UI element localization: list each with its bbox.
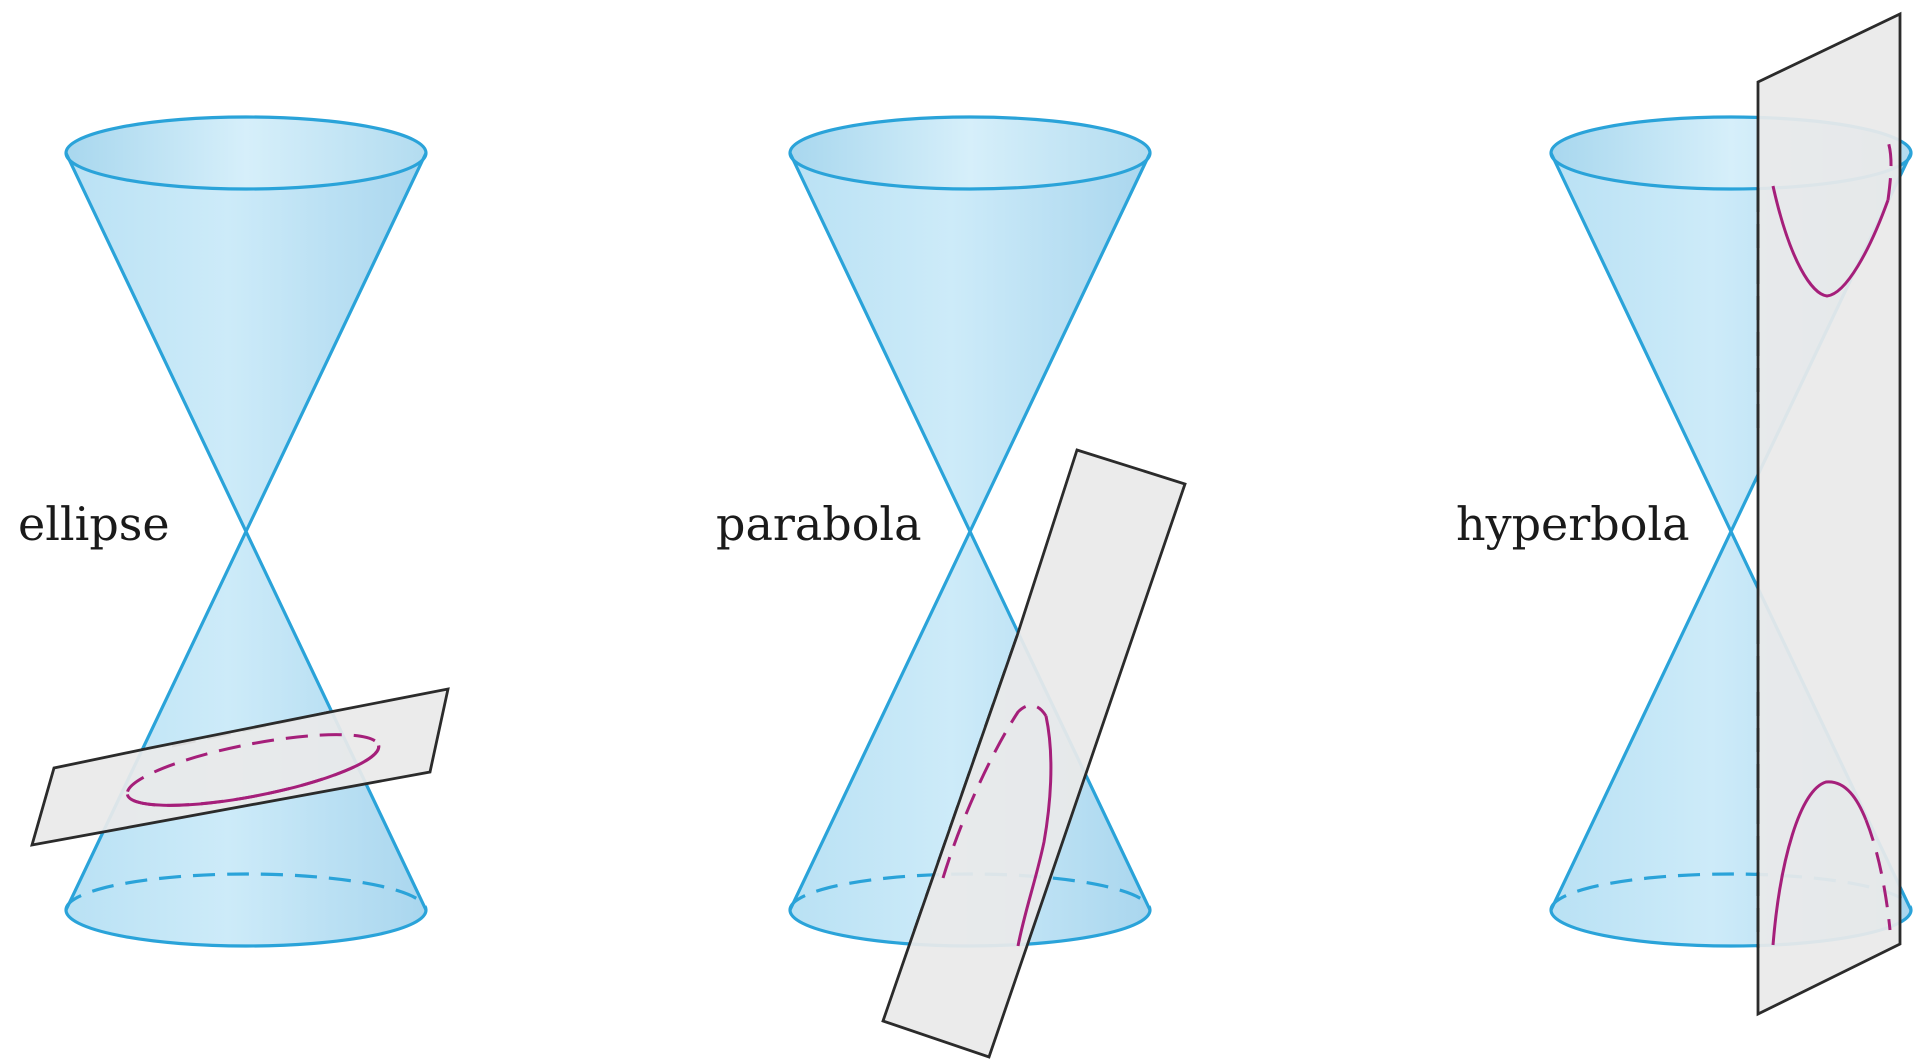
panel-parabola: parabola: [716, 115, 1187, 1059]
cone-bottom-rim: [64, 909, 428, 948]
hyperbola-lower-branch-hidden: [1864, 819, 1892, 931]
parabola-curve: [1016, 715, 1053, 947]
cone-top-opening: [788, 115, 1152, 191]
parabola-curve-hidden: [941, 703, 1048, 879]
cone-outline: [788, 152, 1152, 911]
panel-hyperbola: hyperbola: [1456, 11, 1913, 1017]
ellipse-curve: [125, 745, 381, 807]
label-parabola: parabola: [716, 497, 922, 551]
cone-bottom-rim-hidden: [64, 872, 428, 911]
cutting-plane: [30, 687, 450, 847]
cutting-plane: [881, 448, 1187, 1059]
panel-ellipse: ellipse: [18, 115, 450, 948]
hyperbola-upper-branch-hidden: [1883, 133, 1893, 201]
label-ellipse: ellipse: [18, 497, 170, 551]
cone-top-opening: [64, 115, 428, 191]
label-hyperbola: hyperbola: [1456, 497, 1690, 551]
hyperbola-upper-branch: [1771, 185, 1890, 298]
hyperbola-lower-branch: [1771, 780, 1868, 946]
